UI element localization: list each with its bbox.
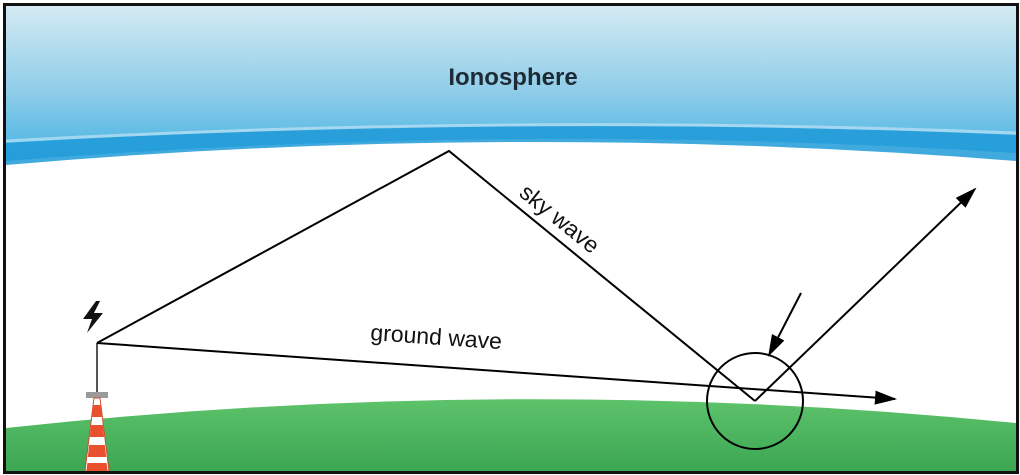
sky-wave-path: sky wave: [96, 149, 977, 402]
ground: [6, 399, 1016, 471]
antenna-tower-icon: [84, 343, 110, 471]
ground-wave-path: ground wave: [96, 319, 897, 405]
ground-wave-label: ground wave: [370, 319, 503, 354]
ionosphere-label: Ionosphere: [448, 64, 577, 91]
radio-propagation-diagram: Ionosphere sky wave grou: [6, 6, 1016, 471]
sky-wave-label: sky wave: [515, 179, 605, 259]
ionosphere-layer: Ionosphere: [6, 6, 1016, 165]
reflection-point-indicator: [706, 292, 804, 450]
diagram-frame: Ionosphere sky wave grou: [3, 3, 1019, 474]
lightning-bolt-icon: [83, 301, 103, 333]
